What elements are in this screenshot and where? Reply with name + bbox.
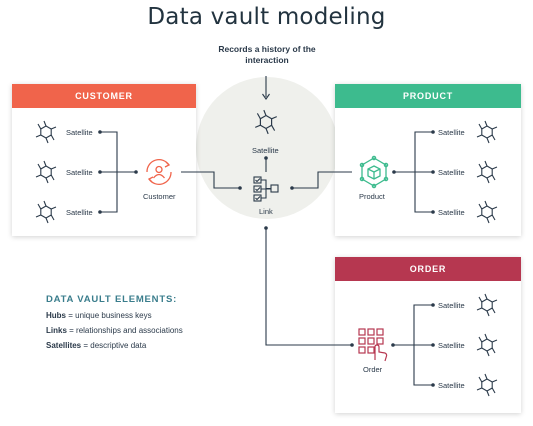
link-satellite-label: Satellite — [252, 146, 279, 155]
satellite-label: Satellite — [438, 168, 465, 177]
satellite-label: Satellite — [438, 341, 465, 350]
legend-desc: = relationships and associations — [66, 326, 183, 335]
satellite-icon — [35, 160, 57, 184]
legend-title: DATA VAULT ELEMENTS: — [46, 294, 178, 305]
legend-item-links: Links = relationships and associations — [46, 326, 183, 335]
order-header: ORDER — [335, 257, 521, 281]
customer-link-connector — [181, 171, 240, 189]
satellite-icon — [476, 293, 498, 317]
customer-header: CUSTOMER — [12, 84, 196, 108]
order-hub-label: Order — [363, 365, 383, 374]
customer-hub-icon — [146, 158, 172, 186]
satellite-icon — [476, 373, 498, 397]
satellite-label: Satellite — [438, 208, 465, 217]
diagram-title: Data vault modeling — [147, 4, 386, 30]
product-link-connector — [292, 171, 352, 189]
satellite-icon — [476, 200, 498, 224]
legend-desc: = descriptive data — [81, 341, 147, 350]
satellite-label: Satellite — [66, 168, 93, 177]
customer-panel: CUSTOMER — [12, 84, 196, 236]
satellite-label: Satellite — [438, 128, 465, 137]
link-icon — [253, 176, 279, 202]
satellite-label: Satellite — [438, 301, 465, 310]
customer-hub-label: Customer — [143, 192, 176, 201]
order-hub-icon — [358, 328, 388, 362]
legend-item-hubs: Hubs = unique business keys — [46, 311, 152, 320]
product-panel: PRODUCT — [335, 84, 521, 236]
product-hub-label: Product — [359, 192, 385, 201]
legend-term: Hubs — [46, 311, 66, 320]
satellite-icon — [35, 120, 57, 144]
satellite-icon — [476, 160, 498, 184]
link-area-circle — [196, 77, 338, 219]
legend-desc: = unique business keys — [66, 311, 152, 320]
link-order-connector — [265, 228, 352, 346]
history-note: Records a history of the interaction — [218, 44, 316, 65]
satellite-icon — [476, 333, 498, 357]
satellite-label: Satellite — [66, 208, 93, 217]
satellite-label: Satellite — [66, 128, 93, 137]
product-hub-icon — [359, 155, 389, 189]
satellite-label: Satellite — [438, 381, 465, 390]
satellite-icon — [35, 200, 57, 224]
order-panel: ORDER — [335, 257, 521, 413]
satellite-icon — [255, 109, 277, 135]
satellite-icon — [476, 120, 498, 144]
legend-item-satellites: Satellites = descriptive data — [46, 341, 146, 350]
link-label: Link — [259, 207, 273, 216]
product-header: PRODUCT — [335, 84, 521, 108]
legend-term: Satellites — [46, 341, 82, 350]
legend-term: Links — [46, 326, 67, 335]
